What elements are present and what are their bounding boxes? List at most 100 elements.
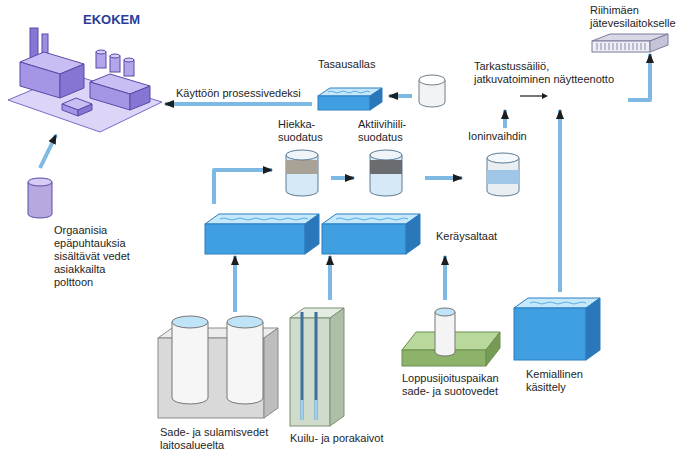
customer-tank-illustration: [28, 182, 52, 218]
pipe-connector: [628, 54, 650, 100]
equalization-basin: Tasausallas: [312, 54, 389, 114]
rain-tank-illustration: [227, 322, 263, 404]
chemical-basin-illustration: [586, 298, 600, 360]
well-shaft-illustration: [290, 318, 330, 426]
basin-illustration: [318, 96, 370, 110]
plant-illustration: [62, 104, 78, 116]
rain-tank-illustration: [264, 328, 278, 418]
pipe-connector: [233, 256, 237, 312]
wastewater-building: [597, 43, 645, 50]
pipe-connector: [389, 94, 412, 98]
plant-illustration: [96, 50, 106, 54]
ion-exchanger: Ioninvaihdin: [462, 128, 547, 198]
node-label: Ioninvaihdin: [468, 130, 544, 143]
basin-illustration: [370, 88, 382, 110]
wastewater-building: [650, 34, 668, 52]
pipe-connector: [165, 102, 312, 106]
plant-illustration: [110, 54, 120, 58]
collection-basin-illustration: [322, 224, 406, 254]
flow-label: Käyttöön prosessivedeksi: [174, 87, 303, 100]
wastewater-building: [592, 34, 668, 52]
inspection-tank: Tarkastussäiliö, jatkuvatoiminen näyttee…: [412, 58, 628, 110]
basin-illustration: [318, 88, 382, 110]
carbon-filter-tank: [370, 150, 402, 160]
ion-exchanger-tank: [487, 170, 519, 184]
sand-filter-tank: [286, 155, 318, 196]
pipe-connector: [214, 170, 272, 204]
pipe-connector: [503, 110, 507, 128]
pipe-connector: [328, 256, 332, 300]
node-label: Orgaanisia epäpuhtauksia sisältävät vede…: [54, 224, 144, 289]
rain-tank-illustration: [172, 322, 208, 404]
chemical-basin-illustration: [530, 302, 586, 304]
plant-illustration: [78, 104, 92, 116]
inspection-tank-illustration: [419, 75, 445, 85]
node-label: Kuilu- ja porakaivot: [290, 432, 392, 445]
well-shaft-illustration: [302, 312, 316, 420]
collection-basin-illustration: [205, 214, 319, 224]
landfill-water: Loppusijoituspaikan sade- ja suotovedet: [398, 300, 507, 402]
basin-illustration: [328, 91, 370, 93]
shaft-wells: Kuilu- ja porakaivot: [284, 300, 395, 452]
connector-group: [40, 54, 650, 312]
carbon-filter-tank: [370, 155, 402, 196]
rain-tank-illustration: [227, 316, 263, 328]
node-label: Kemiallinen käsittely: [526, 368, 600, 394]
plant-illustration: [124, 58, 134, 62]
plant-illustration: [60, 64, 84, 98]
well-shaft-illustration: [290, 308, 344, 426]
rain-tank-illustration: [158, 316, 278, 418]
chemical-treatment: Kemiallinen käsittely: [508, 292, 606, 410]
pipe-connector: [443, 256, 447, 300]
ion-exchanger-tank: [487, 153, 519, 163]
chemical-basin-illustration: [514, 298, 600, 360]
plant-illustration: [20, 62, 60, 98]
well-shaft-illustration: [302, 400, 316, 420]
collection-basin-illustration: [305, 214, 319, 254]
sand-filter-tank: [286, 160, 318, 174]
carbon-filter: Aktiivihiili- suodatus: [354, 118, 425, 198]
pipe-connector: [40, 135, 56, 168]
collection-basin-illustration: [406, 214, 420, 254]
node-label: EKOKEM: [83, 12, 157, 28]
customer-tank-illustration: [28, 178, 52, 218]
pipe-connector: [331, 176, 354, 180]
carbon-filter-tank: [370, 160, 402, 174]
rain-melt-water: Sade- ja sulamisvedet laitosalueelta: [146, 312, 283, 454]
customer-organic-water: Orgaanisia epäpuhtauksia sisältävät vede…: [20, 168, 150, 292]
pipe-connector: [425, 176, 462, 180]
node-label: Keräysaltaat: [436, 230, 508, 243]
carbon-filter-tank: [370, 150, 402, 196]
sand-filter: Hiekka- suodatus: [272, 118, 331, 198]
plant-illustration: [130, 86, 150, 110]
collection-basins: Keräysaltaat: [200, 204, 512, 256]
inspection-tank-illustration: [542, 93, 548, 99]
collection-basin-illustration: [322, 214, 420, 224]
ion-exchanger-tank: [487, 158, 519, 196]
collection-basin-illustration: [220, 218, 308, 220]
landfill-illustration: [402, 308, 500, 366]
wastewater-plant: Riihimäen jätevesilaitokselle: [572, 2, 695, 54]
collection-basin-illustration: [205, 214, 420, 254]
node-label: Hiekka- suodatus: [278, 118, 328, 144]
sand-filter-tank: [286, 150, 318, 196]
collection-basin-illustration: [336, 218, 408, 220]
node-label: Tasausallas: [318, 58, 386, 71]
pipe-connector: [558, 110, 562, 292]
node-label: Loppusijoituspaikan sade- ja suotovedet: [402, 372, 504, 398]
wastewater-building: [592, 41, 650, 52]
landfill-illustration: [486, 332, 500, 366]
sand-filter-tank: [286, 150, 318, 160]
inspection-tank-illustration: [520, 95, 542, 96]
node-label: Aktiivihiili- suodatus: [358, 118, 422, 144]
node-label: Tarkastussäiliö, jatkuvatoiminen näyttee…: [474, 60, 620, 86]
collection-basin-illustration: [205, 224, 305, 254]
node-label: Riihimäen jätevesilaitokselle: [590, 4, 690, 30]
landfill-illustration: [435, 308, 455, 316]
plant-illustration: [8, 28, 162, 132]
chemical-basin-illustration: [514, 308, 586, 360]
ion-exchanger-tank: [487, 153, 519, 196]
well-shaft-illustration: [330, 308, 344, 426]
